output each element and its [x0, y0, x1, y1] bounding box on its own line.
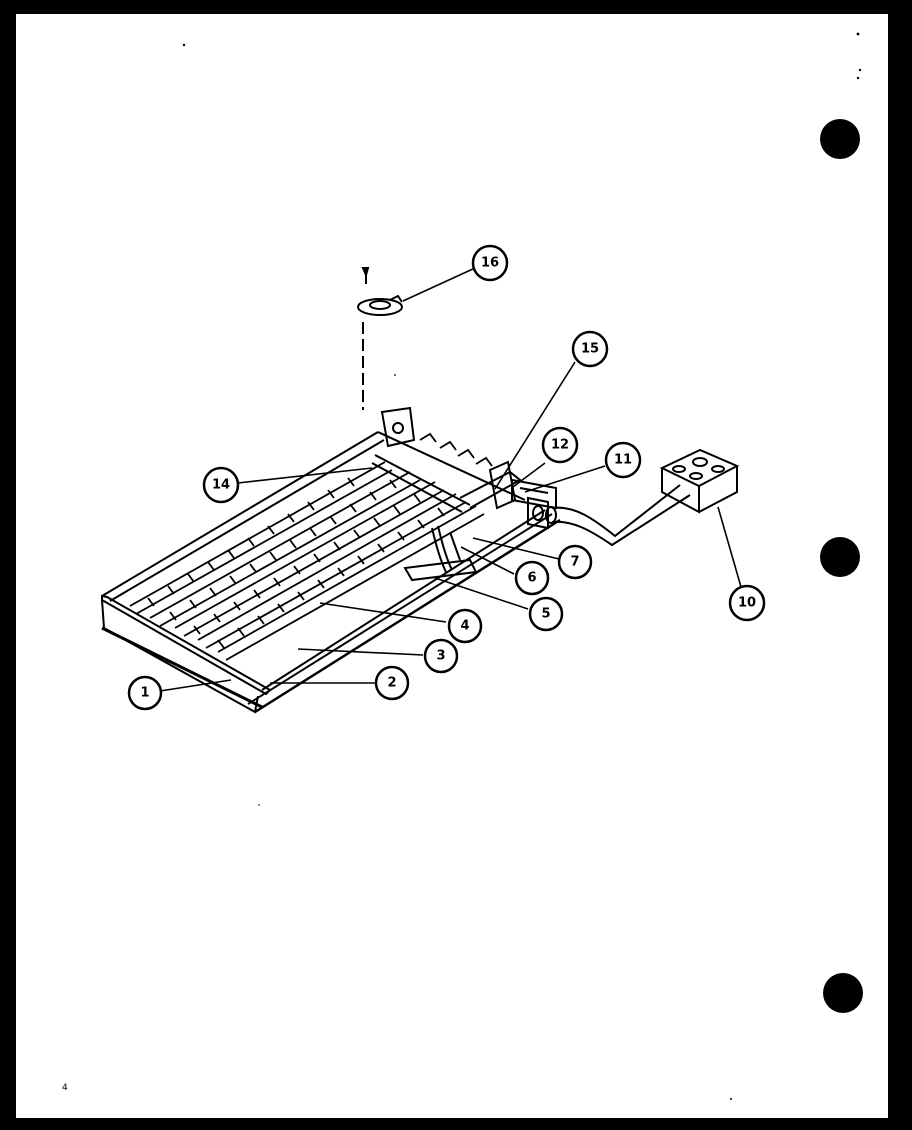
callout-12: 12	[541, 426, 579, 464]
callout-11-label: 11	[614, 453, 632, 468]
scan-speckles	[182, 32, 862, 1100]
callout-11: 11	[604, 441, 642, 479]
callout-6: 6	[514, 560, 550, 596]
screw-and-sensor-bracket	[357, 267, 403, 410]
callout-2-label: 2	[387, 676, 396, 691]
callout-5: 5	[528, 596, 564, 632]
callout-12-label: 12	[551, 438, 569, 453]
leader-lines	[159, 267, 742, 692]
punch-hole-top	[820, 119, 860, 159]
callout-1: 1	[127, 675, 163, 711]
callout-5-label: 5	[541, 607, 550, 622]
callout-15-label: 15	[581, 342, 599, 357]
callout-15: 15	[571, 330, 609, 368]
callout-7-label: 7	[570, 555, 579, 570]
callout-3-label: 3	[436, 649, 445, 664]
callout-4-label: 4	[460, 619, 469, 634]
callout-16-label: 16	[481, 256, 499, 271]
callouts: 1 2 3 4 5 6 7 10	[127, 244, 766, 711]
callout-16: 16	[471, 244, 509, 282]
punch-hole-middle	[820, 537, 860, 577]
connector-block	[659, 448, 740, 514]
callout-7: 7	[557, 544, 593, 580]
callout-2: 2	[374, 665, 410, 701]
callout-3: 3	[423, 638, 459, 674]
page-number: 4	[62, 1083, 68, 1093]
callout-14-label: 14	[212, 478, 230, 493]
callout-10-label: 10	[738, 596, 756, 611]
callout-10: 10	[728, 584, 766, 622]
gas-supply-tube	[545, 484, 691, 547]
manifold-bracket	[371, 406, 522, 513]
callout-1-label: 1	[140, 686, 149, 701]
callout-4: 4	[447, 608, 483, 644]
callout-6-label: 6	[527, 571, 536, 586]
page-background	[16, 14, 888, 1118]
callout-14: 14	[202, 466, 240, 504]
electrode-and-orifice	[403, 525, 478, 582]
punch-hole-bottom	[823, 973, 863, 1013]
